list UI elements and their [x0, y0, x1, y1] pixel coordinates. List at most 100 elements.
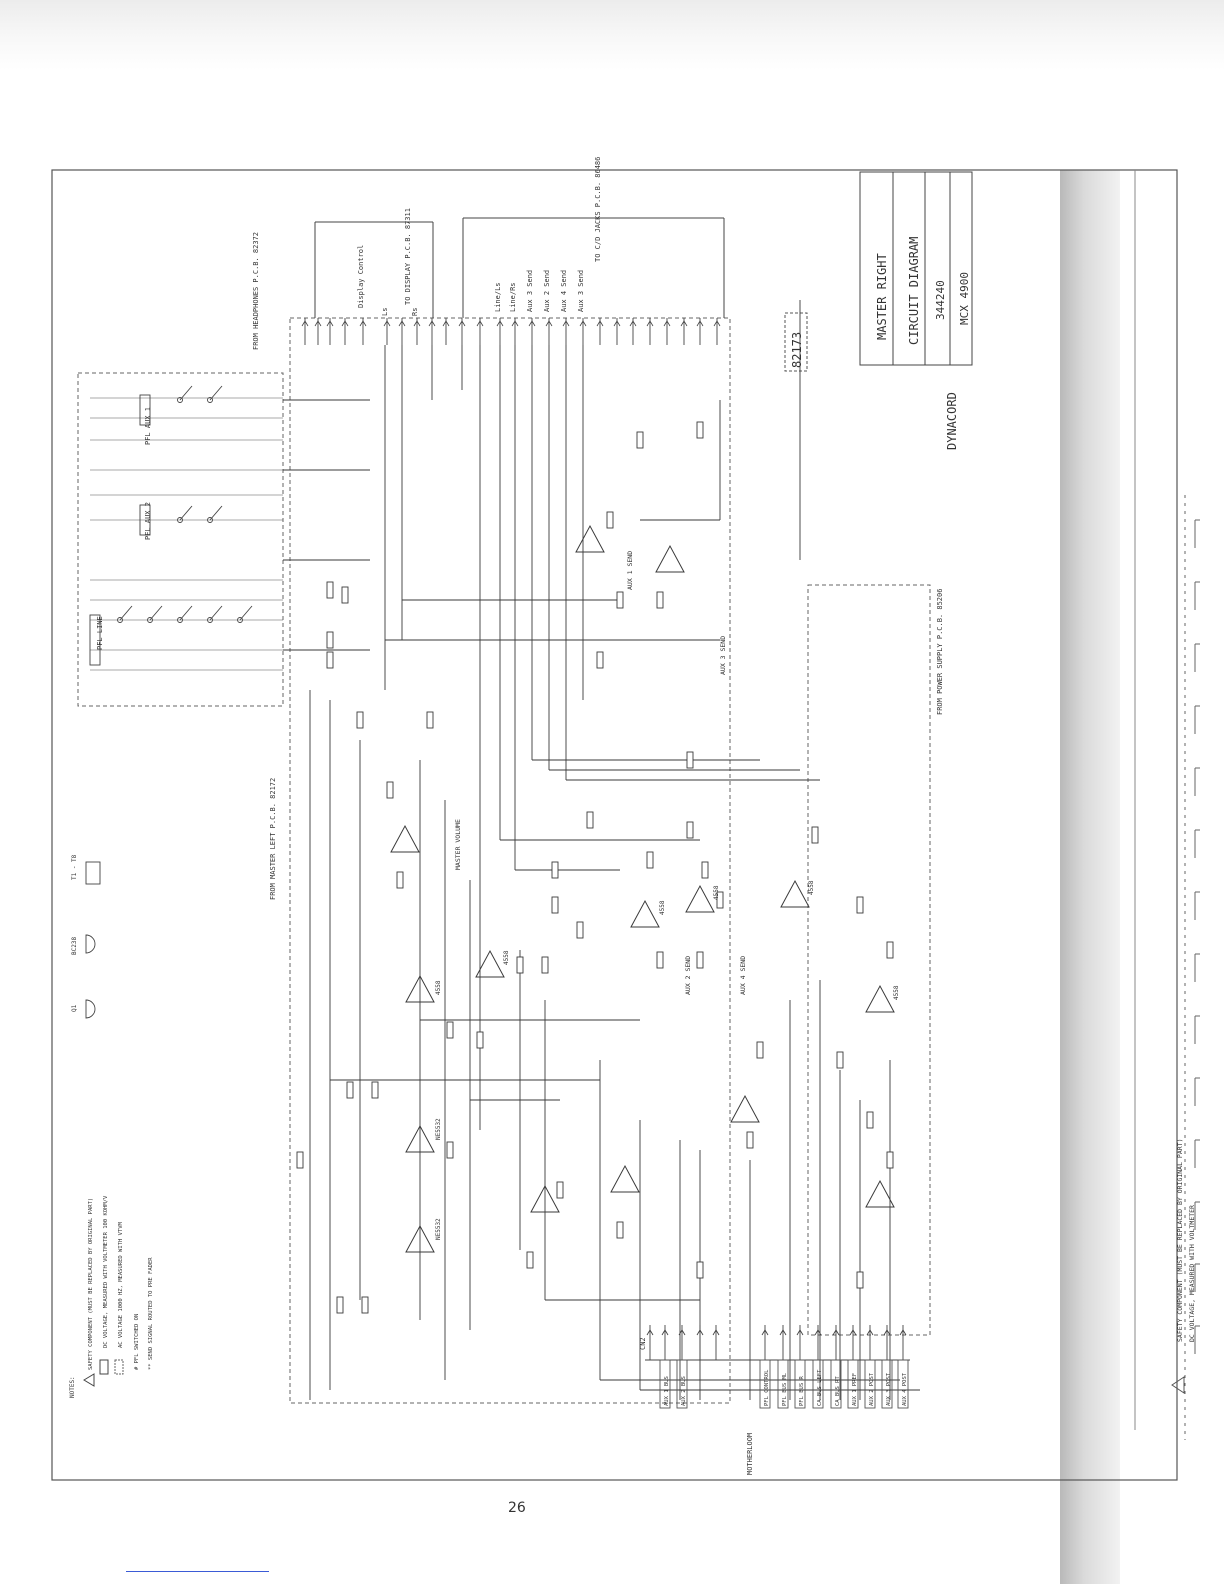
- resistor-9: [551, 861, 559, 879]
- resistor-35: [696, 1261, 704, 1279]
- connector-arrow-15: [528, 320, 536, 327]
- op-amp-10: [730, 1094, 760, 1123]
- connector-arrow-8: [413, 320, 421, 327]
- resistor-34: [616, 1221, 624, 1239]
- resistor-6: [446, 1141, 454, 1159]
- bottom-pin-box-8: [847, 1359, 859, 1409]
- switch-contact-2: [207, 397, 213, 403]
- dc-box-icon: [99, 1359, 109, 1375]
- notes-safety: SAFETY COMPONENT (MUST BE REPLACED BY OR…: [88, 1198, 94, 1370]
- resistor-5: [296, 1151, 304, 1169]
- resistor-26: [696, 421, 704, 439]
- to-display-label: TO DISPLAY P.C.B. 87311: [404, 208, 412, 305]
- aux2-send-label: AUX 2 SEND: [684, 956, 692, 995]
- pin-label-aux3-send-b: Aux 3 Send: [577, 270, 585, 312]
- resistor-19: [886, 941, 894, 959]
- connector-arrow-1: [301, 320, 309, 327]
- resistor-25: [636, 431, 644, 449]
- resistor-30: [756, 1041, 764, 1059]
- connector-arrow-14: [511, 320, 519, 327]
- op-amp-1: [405, 1224, 435, 1253]
- bottom-pin-arrow-11: [849, 1329, 857, 1336]
- connector-arrow-7: [398, 320, 406, 327]
- switch-label-box-3: [89, 614, 101, 666]
- bottom-pin-box-6: [812, 1359, 824, 1409]
- bottom-pin-box-10: [881, 1359, 893, 1409]
- scan-shading-strip: [1060, 170, 1120, 1584]
- resistor-3: [346, 1081, 354, 1099]
- resistor-18: [856, 896, 864, 914]
- bottom-pin-arrow-8: [796, 1329, 804, 1336]
- bottom-pin-label-4: PFL BUS ML: [782, 1372, 788, 1406]
- resistor-10: [551, 896, 559, 914]
- switch-blade-4: [209, 505, 223, 521]
- switch-blade-7: [179, 605, 193, 621]
- bottom-pin-arrow-12: [866, 1329, 874, 1336]
- switch-contact-1: [177, 397, 183, 403]
- op-amp-3: [405, 974, 435, 1003]
- resistor-23: [596, 651, 604, 669]
- connector-arrow-3: [326, 320, 334, 327]
- connector-arrow-25: [696, 320, 704, 327]
- master-volume-label: MASTER VOLUME: [454, 819, 462, 870]
- op-amp-13: [575, 524, 605, 553]
- bottom-pin-arrow-1: [646, 1329, 654, 1336]
- resistor-37: [396, 871, 404, 889]
- notes-dc: DC VOLTAGE, MEASURED WITH VOLTMETER 100 …: [103, 1195, 109, 1348]
- bottom-pin-arrow-9: [814, 1329, 822, 1336]
- resistor-38: [386, 781, 394, 799]
- board-code-box: 82173: [784, 312, 808, 372]
- switch-blade-8: [209, 605, 223, 621]
- pfl-switch-outline: [77, 372, 284, 707]
- connector-arrow-26: [713, 320, 721, 327]
- bottom-pin-label-11: AUX 4 POST: [902, 1372, 908, 1406]
- pin-label-line-rs: Line/Rs: [509, 282, 517, 312]
- connector-arrow-24: [680, 320, 688, 327]
- ic-label-ic5a: 4558: [659, 900, 666, 915]
- from-master-left-label: FROM MASTER LEFT P.C.B. 82172: [269, 778, 277, 900]
- aux3-send-label: AUX 3 SEND: [719, 636, 727, 675]
- op-amp-15: [390, 824, 420, 853]
- resistor-7: [516, 956, 524, 974]
- bottom-pin-arrow-5: [712, 1329, 720, 1336]
- pfl-switch-area: [89, 385, 283, 671]
- switch-blade-5: [119, 605, 133, 621]
- resistor-8: [541, 956, 549, 974]
- op-amp-6: [685, 884, 715, 913]
- resistor-24: [606, 511, 614, 529]
- bottom-pin-arrow-6: [761, 1329, 769, 1336]
- resistor-36: [856, 1271, 864, 1289]
- connector-arrow-16: [545, 320, 553, 327]
- bottom-pin-label-9: AUX 2 POST: [869, 1372, 875, 1406]
- right-connector: [314, 217, 725, 318]
- ac-box-icon: [114, 1359, 124, 1375]
- legend-bc238: BC238: [71, 937, 78, 955]
- resistor-48: [656, 591, 664, 609]
- pfl-aux1-label: PFL AUX 1: [144, 407, 152, 445]
- pin-label-aux4-send: Aux 4 Send: [560, 270, 568, 312]
- resistor-41: [446, 1021, 454, 1039]
- ic-label-ic7a: 4558: [808, 880, 815, 895]
- resistor-16: [716, 891, 724, 909]
- resistor-47: [616, 591, 624, 609]
- bottom-pin-arrow-10: [832, 1329, 840, 1336]
- motherloom-label: MOTHERLOOM: [746, 1433, 754, 1475]
- resistor-1: [336, 1296, 344, 1314]
- bottom-safety-text: SAFETY COMPONENT (MUST BE REPLACED BY OR…: [1176, 1139, 1184, 1343]
- op-amp-8: [865, 984, 895, 1013]
- page-number: 26: [508, 1500, 526, 1516]
- resistor-33: [556, 1181, 564, 1199]
- op-amp-11: [530, 1184, 560, 1213]
- resistor-45: [326, 651, 334, 669]
- board-code: 82173: [790, 332, 804, 368]
- pin-label-display-control: Display Control: [357, 245, 365, 308]
- footer-link-line: [126, 1571, 269, 1572]
- connector-arrow-21: [629, 320, 637, 327]
- pin-label-aux3-send: Aux 3 Send: [526, 270, 534, 312]
- bottom-pin-arrow-14: [899, 1329, 907, 1336]
- title-manufacturer: DYNACORD: [945, 392, 959, 450]
- bottom-pin-label-5: PFL BUS R: [799, 1376, 805, 1406]
- ic-label-ic2a: NE5532: [435, 1118, 442, 1140]
- from-headphones-label: FROM HEADPHONES P.C.B. 82372: [252, 232, 260, 350]
- aux4-send-label: AUX 4 SEND: [739, 956, 747, 995]
